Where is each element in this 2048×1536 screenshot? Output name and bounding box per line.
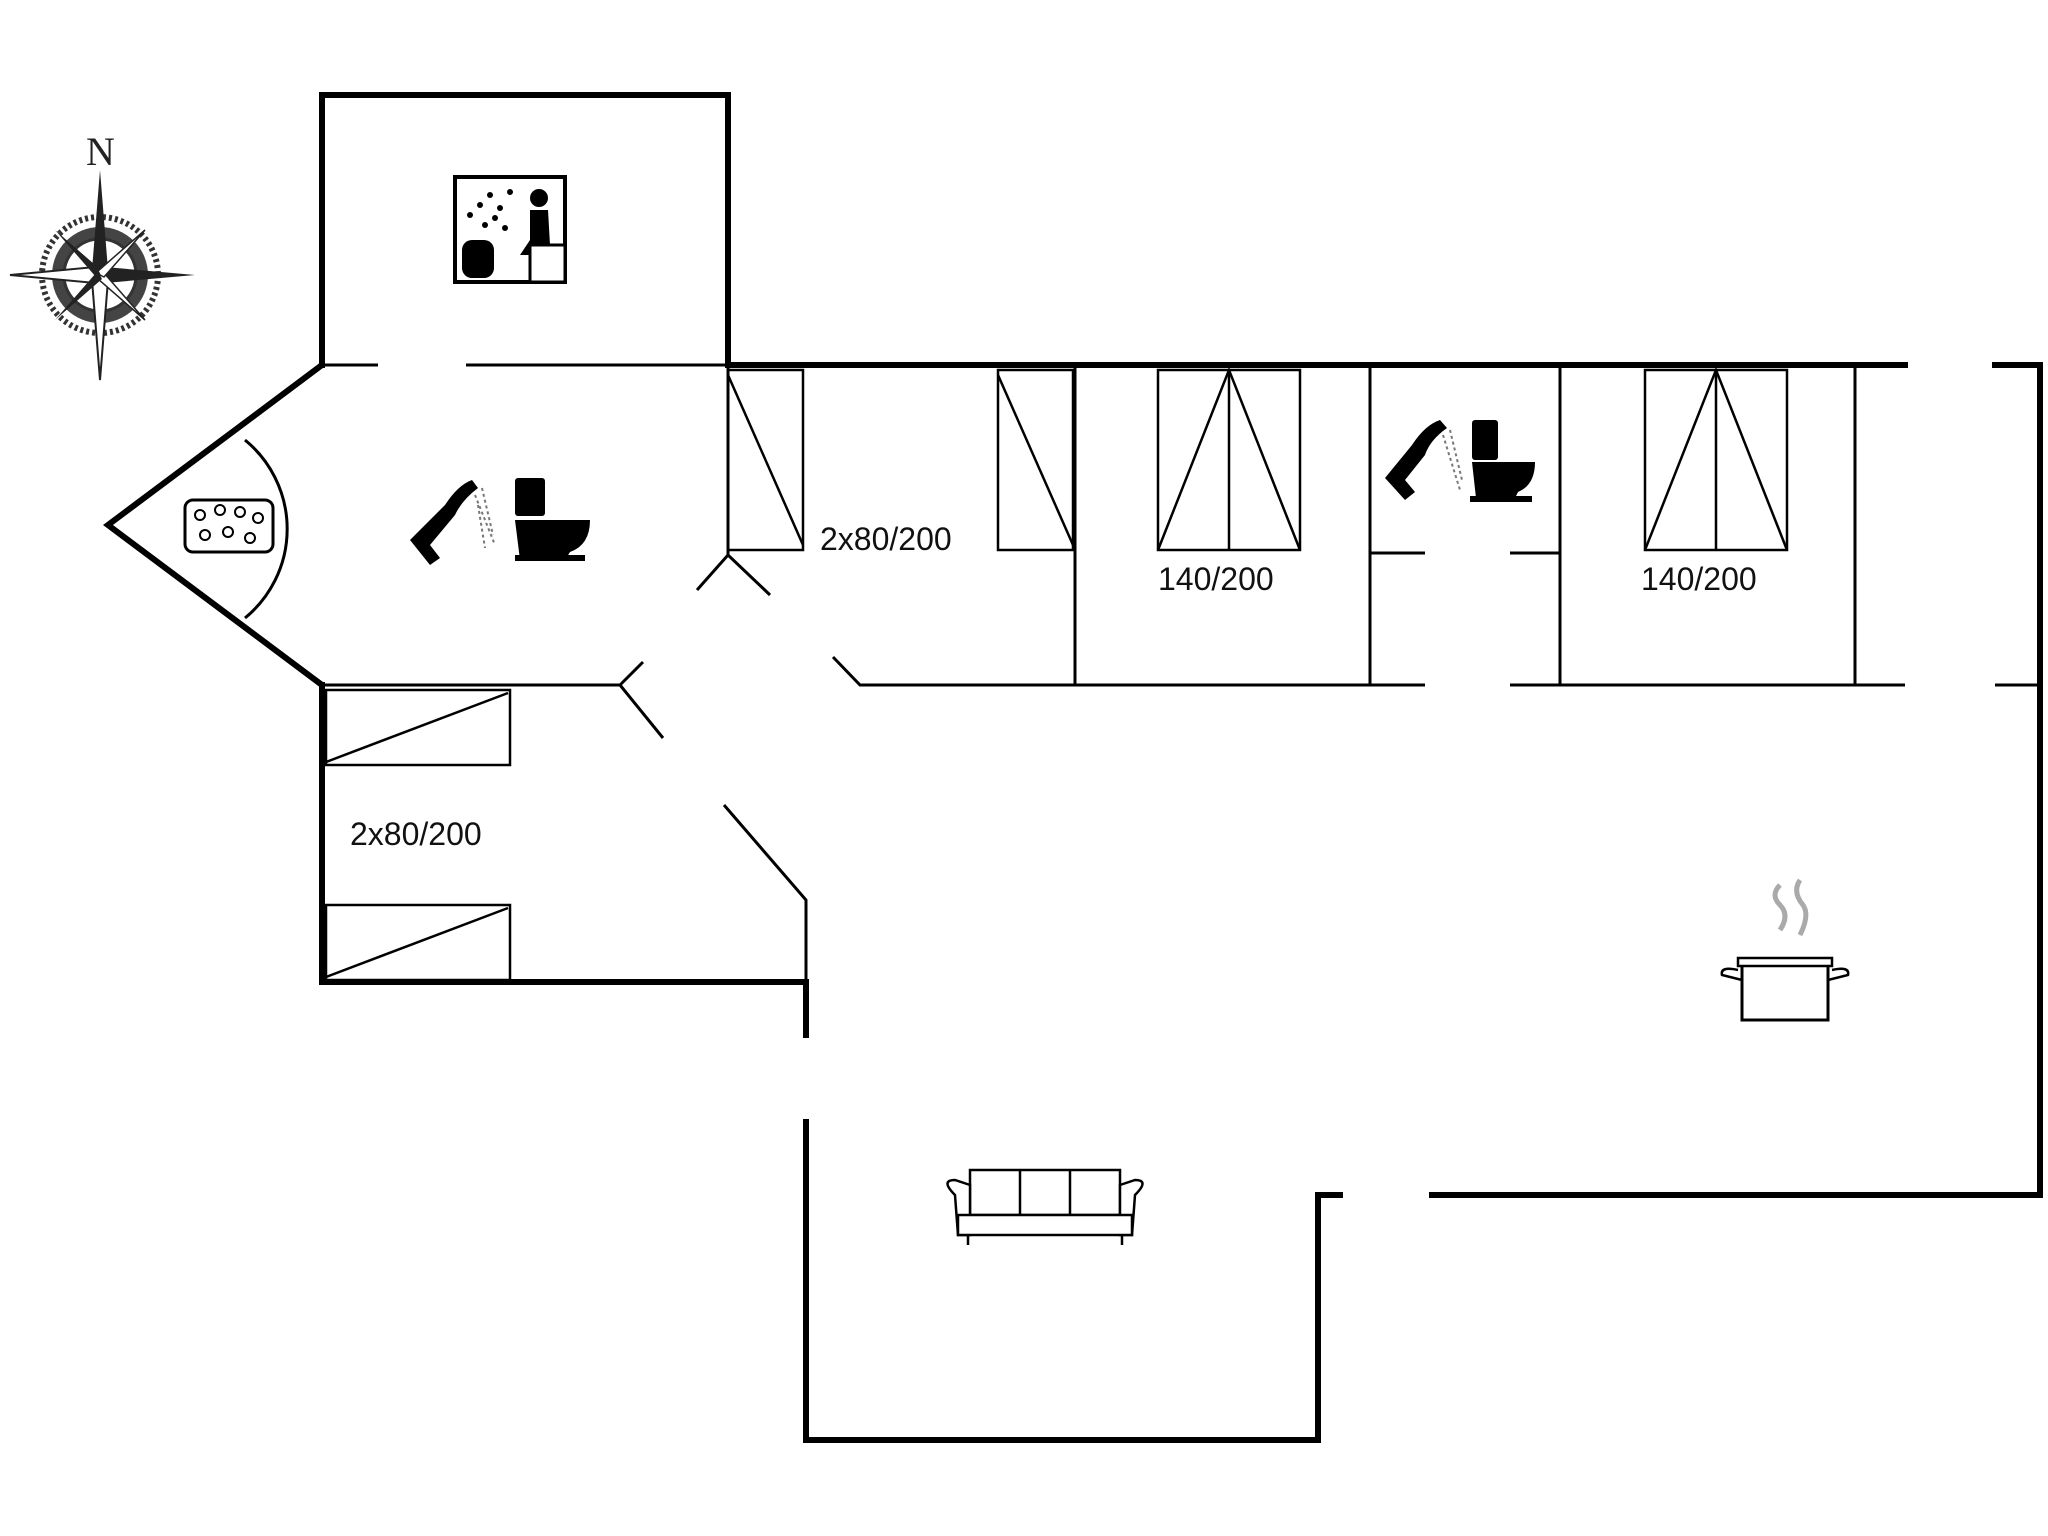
bed-room-2-label: 140/200 [1158, 561, 1274, 597]
bed-room-2-bed [1156, 366, 1302, 552]
bed-room-1-beds [726, 368, 1075, 552]
bed-room-3-label: 140/200 [1641, 561, 1757, 597]
compass-north-label: N [86, 129, 115, 174]
exterior-walls [102, 92, 2043, 1443]
sofa-icon [946, 1168, 1144, 1245]
compass-rose-icon: N [9, 129, 195, 381]
bed-room-4-beds [324, 688, 512, 982]
toilet-icon [515, 478, 590, 561]
bed-room-1-label: 2x80/200 [820, 521, 952, 557]
bed-room-3-bed [1643, 366, 1789, 552]
toilet-icon-2 [1470, 420, 1535, 502]
bed-room-4-label: 2x80/200 [350, 816, 482, 852]
shower-icon [410, 480, 496, 565]
whirlpool-icon [183, 438, 289, 620]
interior-walls [322, 363, 2040, 982]
sauna-icon [453, 175, 567, 284]
cooking-pot-icon [1720, 878, 1850, 1022]
shower-icon-2 [1385, 420, 1463, 500]
